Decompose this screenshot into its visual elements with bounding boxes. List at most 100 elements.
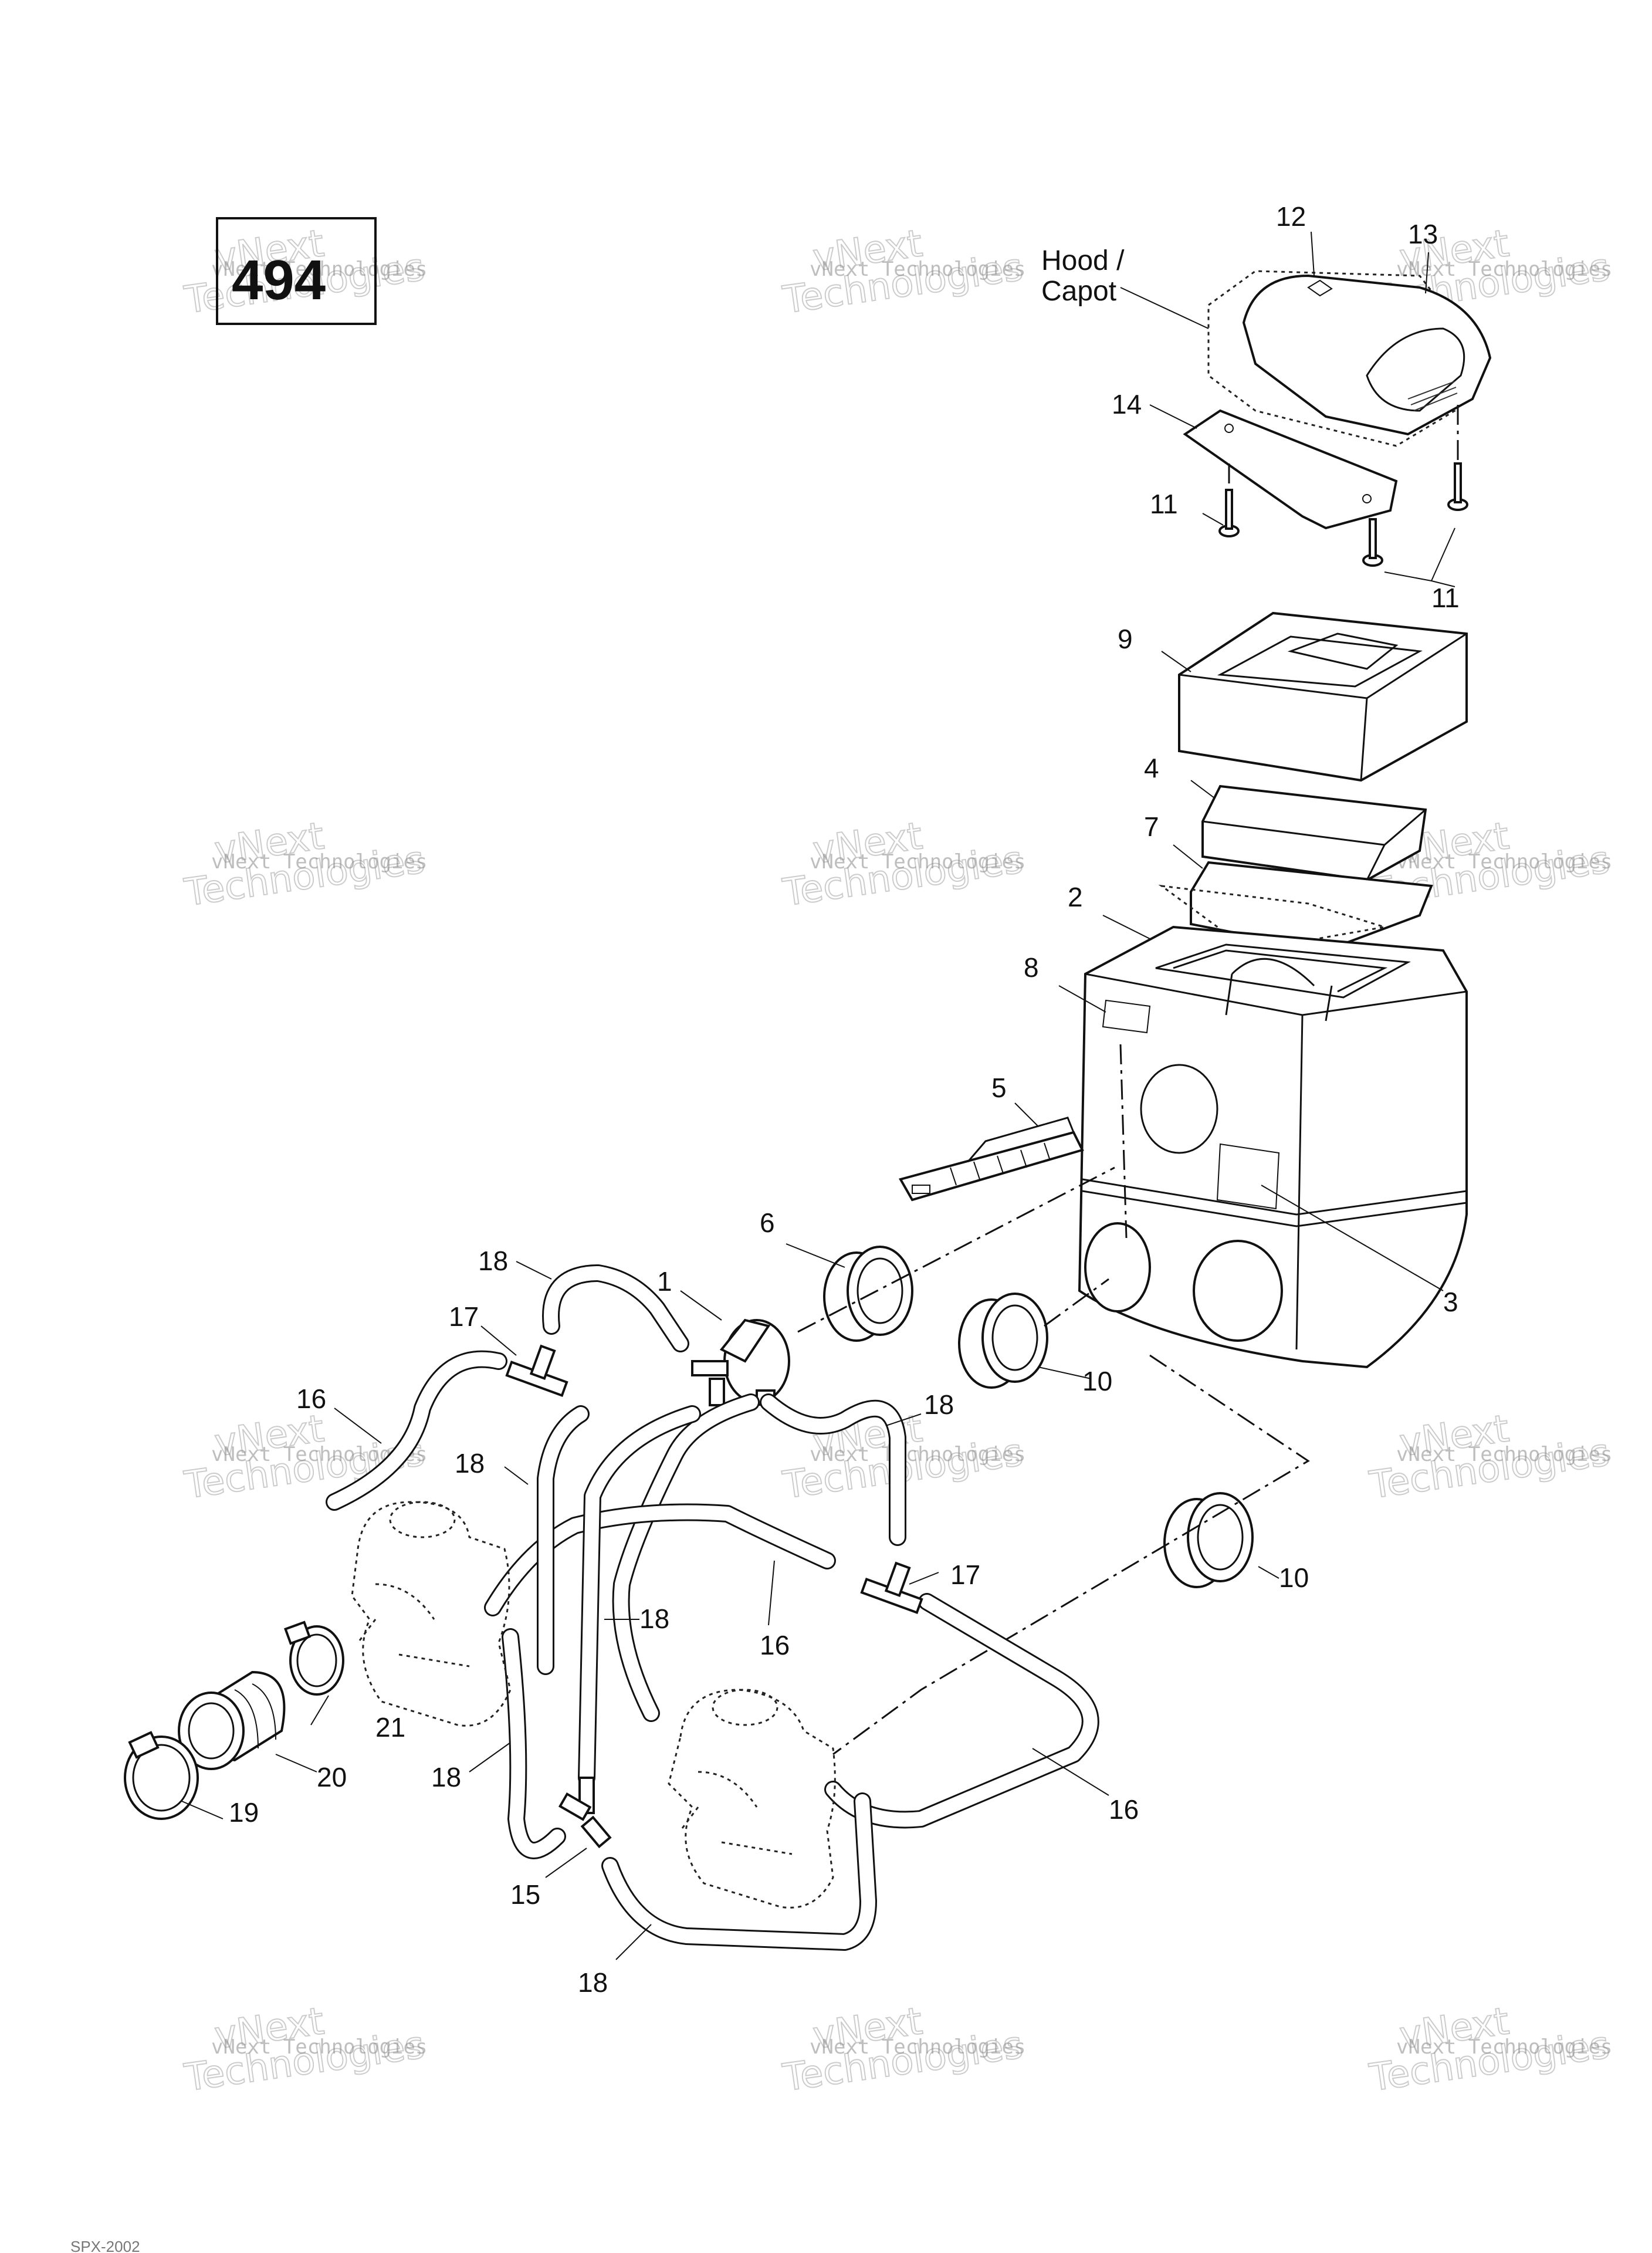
cover-9-insert (1287, 632, 1399, 670)
callout-16b: 16 (760, 1630, 790, 1660)
leader-5 (1014, 1102, 1039, 1127)
leader-16a (334, 1408, 382, 1444)
watermark-text: vNext Technologies (1396, 2035, 1612, 2059)
callout-19: 19 (229, 1797, 259, 1828)
y-fitting-15 (558, 1777, 612, 1849)
callout-18e: 18 (431, 1762, 461, 1792)
filter-pad-edge (1202, 808, 1426, 881)
sleeve-20 (178, 1670, 286, 1770)
fuel-pump (691, 1318, 790, 1406)
leader-3 (1261, 1185, 1444, 1291)
air-box-side-edge (1295, 1014, 1304, 1350)
assembly-axis (832, 1354, 1310, 1755)
callout-14: 14 (1112, 389, 1142, 420)
leader-1 (680, 1290, 722, 1321)
fuel-pump-nipple (709, 1378, 725, 1406)
leader-4 (1190, 780, 1215, 799)
leader-7 (1173, 844, 1203, 869)
carburetor-right-top (712, 1689, 778, 1726)
page-number: 494 (232, 249, 326, 312)
leader-6 (786, 1243, 845, 1268)
leader-12 (1311, 231, 1315, 276)
carburetor-left-outline (351, 1501, 512, 1727)
air-box-waist-band (1082, 1178, 1467, 1227)
callout-18c: 18 (924, 1389, 954, 1420)
fuel-pump-nipple (691, 1360, 729, 1376)
filter-screen (1190, 861, 1433, 952)
callout-21: 21 (375, 1712, 405, 1743)
callout-1: 1 (657, 1266, 672, 1297)
leader-13 (1425, 252, 1429, 294)
assembly-axis (1044, 1278, 1109, 1327)
watermark-text: vNext Technologies (810, 258, 1025, 281)
leader-18c (885, 1413, 922, 1426)
strap (898, 1117, 1084, 1202)
callout-6: 6 (760, 1207, 775, 1238)
air-box-axis (1119, 1044, 1128, 1239)
air-box-body (1078, 925, 1468, 1369)
screw (1362, 518, 1383, 567)
screw (1447, 462, 1468, 511)
callout-9: 9 (1118, 624, 1133, 654)
watermark-text: vNext Technologies (810, 1443, 1025, 1466)
hose-16-right (824, 1593, 1099, 1829)
leader-18b (504, 1466, 529, 1485)
watermark-text: vNext Technologies (810, 2035, 1025, 2059)
hood-plate (1183, 409, 1398, 530)
callout-11a: 11 (1150, 489, 1178, 519)
leader-10b (1258, 1566, 1279, 1579)
carburetor-right (668, 1689, 836, 1909)
hood-assembly (1183, 270, 1492, 567)
adapter-10-lower (1163, 1492, 1254, 1588)
leader-18e (469, 1742, 511, 1772)
leader-8 (1058, 985, 1106, 1013)
page-number-box: 494 (216, 217, 377, 325)
callout-16a: 16 (296, 1383, 326, 1414)
callout-17b: 17 (950, 1559, 980, 1590)
callout-10b: 10 (1279, 1562, 1309, 1593)
leader-2 (1102, 915, 1150, 939)
label-plate-3 (1216, 1143, 1280, 1210)
filter-4 (1201, 784, 1427, 882)
strap-top (967, 1117, 1075, 1162)
cover-9-edge (1360, 698, 1368, 781)
hood-logo (1307, 279, 1333, 297)
hood-label-line1: Hood / (1041, 245, 1125, 276)
plate-hole (1362, 494, 1372, 503)
callout-16c: 16 (1109, 1794, 1139, 1825)
hood-scoop (1366, 327, 1465, 412)
hood (1242, 274, 1492, 436)
tee-fitting-17-upper (505, 1344, 568, 1397)
watermark-text: vNext Technologies (211, 2035, 427, 2059)
adapter-6 (823, 1246, 913, 1342)
assembly-axis (797, 1166, 1115, 1333)
callout-18d: 18 (639, 1604, 669, 1634)
callout-11b: 11 (1431, 583, 1460, 613)
callout-3: 3 (1443, 1287, 1458, 1317)
cover-9 (1178, 611, 1468, 782)
leader-14 (1149, 404, 1197, 429)
hood-dotted-outline (1207, 270, 1480, 447)
callout-8: 8 (1024, 952, 1039, 983)
callouts: 1 2 3 4 5 6 7 8 9 10 10 11 11 12 13 14 1… (229, 201, 1460, 1998)
callout-15: 15 (510, 1879, 540, 1910)
hood-vent (1407, 381, 1458, 411)
air-box-rim (1155, 943, 1411, 999)
footer-code: SPX-2002 (70, 2238, 140, 2253)
leader-11b2 (1431, 527, 1455, 581)
callout-4: 4 (1144, 753, 1159, 783)
carburetor-left (351, 1501, 512, 1727)
watermark-text: vNext Technologies (1396, 1443, 1612, 1466)
leader-16b (768, 1560, 775, 1626)
cover-9-opening (1217, 635, 1423, 688)
air-box-outlet-left (1084, 1222, 1151, 1312)
watermark-text: vNext Technologies (211, 258, 427, 281)
carburetor-right-outline (668, 1689, 836, 1909)
strap-ribs (950, 1142, 1051, 1186)
filter-pad (1201, 784, 1427, 882)
leader-21 (310, 1695, 329, 1726)
leader-11a (1202, 513, 1224, 526)
callout-18b: 18 (455, 1448, 485, 1479)
plate-hole (1224, 424, 1234, 433)
